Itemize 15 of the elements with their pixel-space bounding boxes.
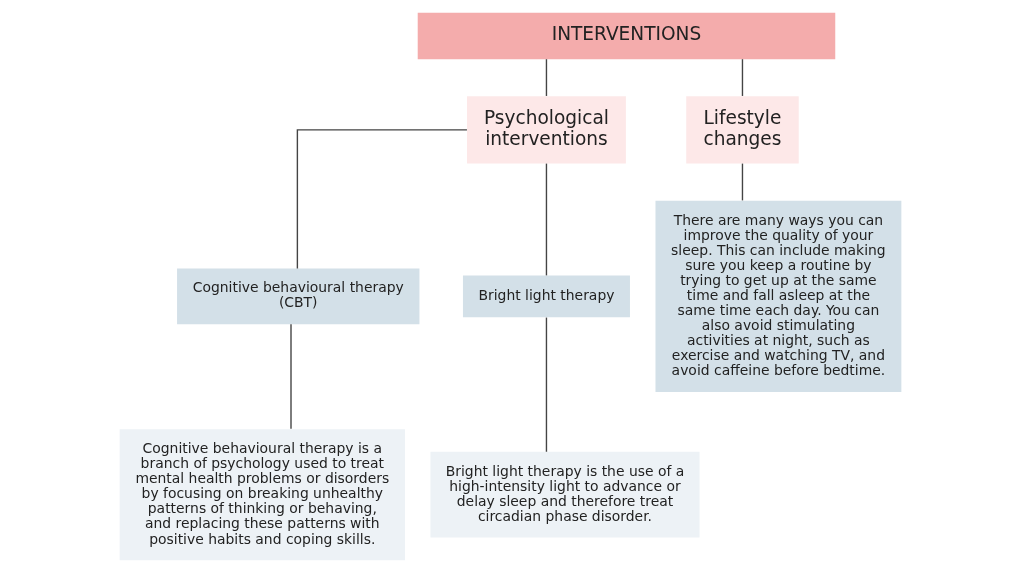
connector	[545, 316, 548, 453]
node-box: Lifestyle changes	[686, 96, 799, 164]
node-box: Psychological interventions	[467, 96, 626, 164]
connector	[741, 162, 744, 202]
node-box: INTERVENTIONS	[417, 12, 836, 60]
connector	[545, 58, 548, 97]
connector	[741, 58, 744, 97]
node-box: Cognitive behavioural therapy (CBT)	[177, 268, 420, 325]
connector	[290, 323, 292, 430]
connector	[545, 162, 548, 277]
node-box: There are many ways you can improve the quality of your sleep. This can include making sure you keep a routine by trying to get up at the same time and fall asleep at the same time each day. You can also avoid stimulating activities at night, such as exercise and watching TV, and avoid caffeine before bedtime.	[655, 200, 902, 393]
node-box: Cognitive behavioural therapy is a branch of psychology used to treat mental health problems or disorders by focusing on breaking unhealthy patterns of thinking or behaving, and replacing these patterns with positive habits and coping skills.	[119, 429, 405, 561]
node-box: Bright light therapy is the use of a high-intensity light to advance or delay sleep and therefore treat circadian phase disorder.	[430, 451, 700, 538]
connector	[296, 129, 468, 270]
node-box: Bright light therapy	[462, 275, 630, 318]
